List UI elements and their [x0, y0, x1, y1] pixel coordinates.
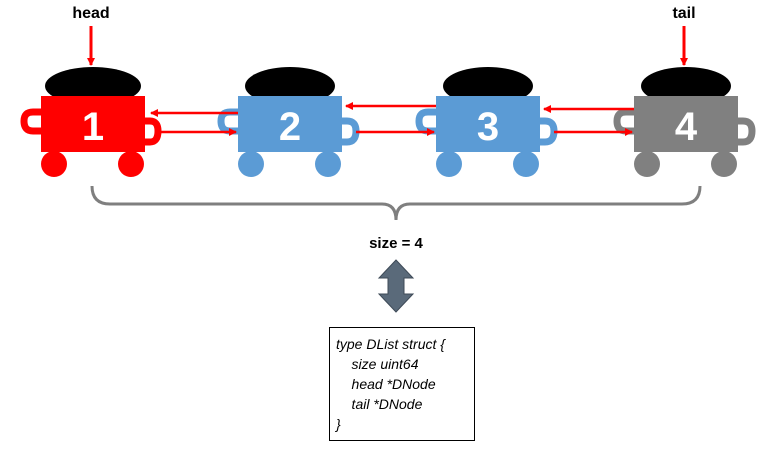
node-4-chimney	[641, 67, 731, 105]
node-4-left-hook	[613, 108, 634, 135]
code-line: head *DNode	[336, 376, 436, 392]
node-3: 3	[415, 67, 558, 177]
node-1-left-hook	[20, 108, 45, 135]
node-1-wheel-right	[118, 151, 144, 177]
code-line: size uint64	[336, 356, 419, 372]
node-4-body	[634, 96, 738, 152]
node-1-wheel-left	[41, 151, 67, 177]
node-4-label: 4	[675, 105, 698, 149]
node-1-label: 1	[82, 105, 104, 149]
tail-pointer: tail	[672, 5, 696, 66]
tail-label: tail	[672, 5, 695, 22]
head-pointer: head	[72, 5, 110, 66]
dlist-struct-code: type DList struct { size uint64 head *DN…	[329, 327, 475, 441]
node-3-body	[436, 96, 540, 152]
node-2-body	[238, 96, 342, 152]
double-arrow-icon	[377, 259, 415, 313]
code-line: type DList struct {	[336, 336, 445, 352]
links	[150, 102, 634, 136]
node-2: 2	[217, 67, 360, 177]
code-line: tail *DNode	[336, 396, 423, 412]
node-4-wheel-right	[711, 151, 737, 177]
size-label: size = 4	[369, 235, 423, 252]
node-2-chimney	[245, 67, 335, 105]
node-3-wheel-left	[436, 151, 462, 177]
node-1: 1	[20, 67, 162, 177]
node-3-label: 3	[477, 105, 499, 149]
code-line: }	[336, 416, 341, 432]
node-1-body	[41, 96, 145, 152]
node-4-right-hook	[734, 117, 756, 146]
node-1-chimney	[45, 67, 141, 105]
node-3-wheel-right	[513, 151, 539, 177]
node-2-left-hook	[217, 108, 238, 135]
node-3-left-hook	[415, 108, 436, 135]
size-brace	[90, 185, 702, 221]
node-2-wheel-left	[238, 151, 264, 177]
node-4-wheel-left	[634, 151, 660, 177]
node-2-label: 2	[279, 105, 301, 149]
node-3-chimney	[443, 67, 533, 105]
node-2-wheel-right	[315, 151, 341, 177]
node-4: 4	[613, 67, 756, 177]
head-label: head	[72, 5, 109, 22]
